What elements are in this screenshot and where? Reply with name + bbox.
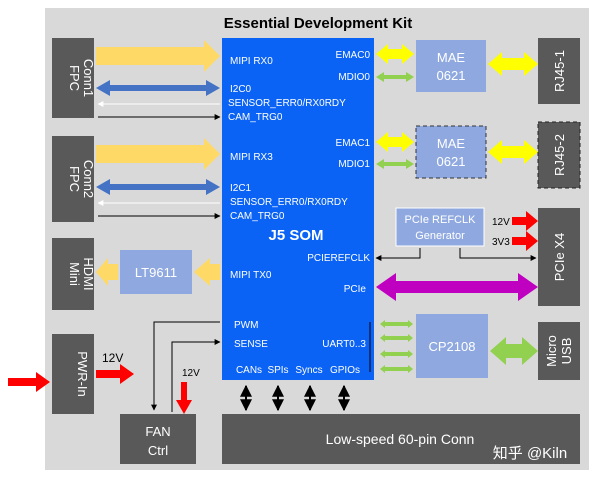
pwm-line — [151, 321, 220, 411]
uart-arrow-4 — [380, 365, 413, 373]
pwr-12v-label: 12V — [102, 351, 123, 365]
pcie-refclk-gen-line2: Generator — [415, 230, 465, 242]
usb-arrow — [490, 337, 538, 365]
pin-sense: SENSE — [234, 339, 268, 350]
fpc-conn1-line1: FPC — [67, 65, 82, 91]
micro-usb-line2: USB — [559, 338, 574, 365]
pin-emac1: EMAC1 — [336, 138, 371, 149]
pcie-arrow — [376, 273, 538, 301]
mae-bottom-line1: MAE — [437, 136, 466, 151]
fan-12v-label: 12V — [182, 368, 200, 379]
pin-syncs: Syncs — [295, 365, 322, 376]
sense-line — [171, 339, 221, 412]
mini-hdmi-line1: Mini — [67, 262, 82, 286]
pin-cans: CANs — [236, 365, 262, 376]
pin-gpios: GPIOs — [330, 365, 360, 376]
pwr-in-block — [52, 334, 94, 414]
fpc-conn2-line2: Conn2 — [81, 160, 96, 198]
pwr-input-arrow — [8, 372, 50, 392]
pin-sensor-err0-a: SENSOR_ERR0/RX0RDY — [228, 98, 346, 109]
mipi-tx0-arrow — [194, 258, 220, 286]
pwr-in-label: PWR-In — [75, 351, 90, 397]
mae-top-block — [416, 40, 486, 92]
mae-rj45-2-arrow — [488, 140, 538, 164]
low-speed-conn-block — [222, 414, 580, 464]
pin-pcie: PCIe — [344, 284, 367, 295]
rj45-1-label: RJ45-1 — [552, 50, 567, 92]
fpc-conn1-block — [52, 38, 94, 118]
pwr-12v-arrow — [96, 364, 134, 384]
pin-uart: UART0..3 — [322, 339, 366, 350]
fpc-conn2-block — [52, 136, 94, 222]
mae-bottom-block — [415, 125, 487, 179]
mipi-rx0-arrow — [96, 40, 220, 72]
mdio0-arrow — [376, 72, 414, 82]
rj45-2-block — [537, 121, 581, 189]
mae-rj45-1-arrow — [488, 52, 538, 76]
hdmi-arrow — [96, 258, 118, 286]
refclk-12v-label: 12V — [492, 217, 510, 228]
emac1-arrow — [376, 132, 414, 152]
mini-hdmi-block — [52, 238, 94, 310]
pin-emac0: EMAC0 — [336, 50, 371, 61]
mae-top-line1: MAE — [437, 50, 466, 65]
diagram-title: Essential Development Kit — [224, 15, 412, 32]
uart-arrow-3 — [380, 350, 413, 358]
pin-cam-trg0-b: CAM_TRG0 — [230, 211, 285, 222]
j5-som-block — [222, 38, 374, 380]
mini-hdmi-line2: HDMI — [81, 257, 96, 290]
refclk-to-som-line — [375, 248, 421, 261]
refclk-to-pcie-line — [459, 248, 537, 261]
fpc-conn1-line2: Conn1 — [81, 59, 96, 97]
micro-usb-block — [538, 322, 580, 380]
pin-i2c1: I2C1 — [230, 183, 252, 194]
i2c0-arrow — [96, 80, 220, 96]
pin-mipi-rx0: MIPI RX0 — [230, 56, 273, 67]
refclk-3v3-label: 3V3 — [492, 237, 510, 248]
rj45-2-label: RJ45-2 — [552, 134, 567, 176]
mipi-rx3-arrow — [96, 138, 220, 170]
pcie-refclk-gen-block — [395, 207, 485, 247]
pin-pwm: PWM — [234, 320, 258, 331]
cp2108-block — [416, 314, 488, 378]
watermark: 知乎 @Kiln — [493, 445, 567, 462]
low-speed-conn-label: Low-speed 60-pin Conn — [326, 431, 475, 447]
mae-bottom-line2: 0621 — [437, 154, 466, 169]
mae-top-line2: 0621 — [437, 68, 466, 83]
pcie-refclk-gen-line1: PCIe REFCLK — [405, 214, 477, 226]
fan-ctrl-line2: Ctrl — [148, 443, 168, 458]
lt9611-label: LT9611 — [135, 265, 177, 280]
pin-mipi-rx3: MIPI RX3 — [230, 152, 273, 163]
pin-pcierefclk: PCIEREFCLK — [307, 253, 370, 264]
fpc-conn2-line1: FPC — [67, 166, 82, 192]
pin-cam-trg0-a: CAM_TRG0 — [228, 112, 283, 123]
fan-ctrl-line1: FAN — [145, 424, 170, 439]
pin-mdio0: MDIO0 — [338, 72, 370, 83]
lt9611-block — [120, 250, 192, 294]
pcie-x4-block — [538, 208, 580, 306]
uart-arrow-2 — [380, 334, 413, 342]
mdio1-arrow — [376, 159, 414, 169]
emac0-arrow — [376, 44, 414, 64]
uart-arrow-1 — [380, 320, 413, 328]
micro-usb-line1: Micro — [544, 335, 559, 367]
cp2108-label: CP2108 — [429, 339, 476, 354]
i2c1-arrow — [96, 179, 220, 195]
fan-ctrl-block — [120, 414, 196, 464]
pcie-x4-label: PCIe X4 — [552, 233, 567, 281]
pin-sensor-err0-b: SENSOR_ERR0/RX0RDY — [230, 197, 348, 208]
pin-mdio1: MDIO1 — [338, 159, 370, 170]
refclk-12v-arrow — [512, 211, 538, 231]
pin-mipi-tx0: MIPI TX0 — [230, 270, 272, 281]
refclk-3v3-arrow — [512, 231, 538, 251]
pin-i2c0: I2C0 — [230, 84, 252, 95]
rj45-1-block — [538, 38, 580, 104]
pin-spis: SPIs — [267, 365, 288, 376]
fan-12v-arrow — [176, 382, 192, 414]
j5-som-label: J5 SOM — [268, 227, 323, 244]
